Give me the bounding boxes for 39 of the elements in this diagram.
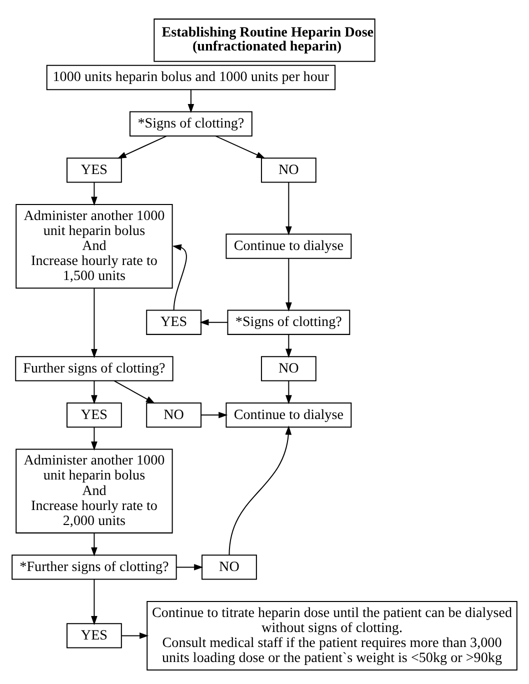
arrow bbox=[228, 425, 292, 555]
node-box: *Signs of clotting? bbox=[227, 309, 350, 334]
arrow bbox=[286, 380, 292, 404]
arrow bbox=[215, 135, 266, 158]
arrow bbox=[117, 135, 167, 158]
arrow bbox=[91, 426, 98, 450]
node-box: NO bbox=[146, 402, 202, 428]
arrow bbox=[286, 182, 292, 235]
arrow bbox=[91, 380, 98, 404]
node-box: 1000 units heparin bolus and 1000 units per hour bbox=[46, 64, 336, 90]
arrow bbox=[122, 632, 149, 638]
node-box: *Signs of clotting? bbox=[129, 110, 252, 136]
node-box: YES bbox=[66, 157, 122, 182]
node-box: NO bbox=[260, 157, 316, 182]
arrow bbox=[286, 258, 292, 312]
node-box: Administer another 1000 unit heparin bolus And Increase hourly rate to 1,500 units bbox=[16, 203, 173, 288]
node-box: NO bbox=[260, 356, 316, 381]
arrow bbox=[286, 334, 292, 358]
arrow bbox=[91, 578, 98, 625]
node-box: *Further signs of clotting? bbox=[12, 554, 177, 580]
arrow bbox=[172, 244, 187, 310]
node-box: Further signs of clotting? bbox=[15, 356, 174, 381]
arrow bbox=[91, 288, 98, 358]
diagram-title: Establishing Routine Heparin Dose (unfractionated heparin) bbox=[162, 24, 374, 54]
arrow bbox=[176, 564, 204, 570]
arrow bbox=[201, 411, 228, 418]
node-box: NO bbox=[202, 554, 257, 580]
node-box: YES bbox=[66, 622, 122, 648]
arrow bbox=[188, 89, 194, 113]
arrow bbox=[91, 182, 98, 206]
node-box: Continue to titrate heparin dose until the patient can be dialysed without signs of clotting. Consult medical staff if the patient requires more than 3,000 units loading dose or the patient`s weight is <50kg or >90kg bbox=[146, 600, 518, 670]
node-box: Continue to dialyse bbox=[226, 233, 352, 258]
node-box: Continue to dialyse bbox=[226, 402, 352, 428]
arrow bbox=[200, 318, 228, 326]
node-box: YES bbox=[146, 309, 202, 334]
arrow bbox=[114, 380, 156, 404]
node-box: YES bbox=[66, 402, 122, 428]
node-box: Administer another 1000 unit heparin bolus And Increase hourly rate to 2,000 units bbox=[16, 448, 173, 533]
arrow bbox=[91, 532, 98, 556]
